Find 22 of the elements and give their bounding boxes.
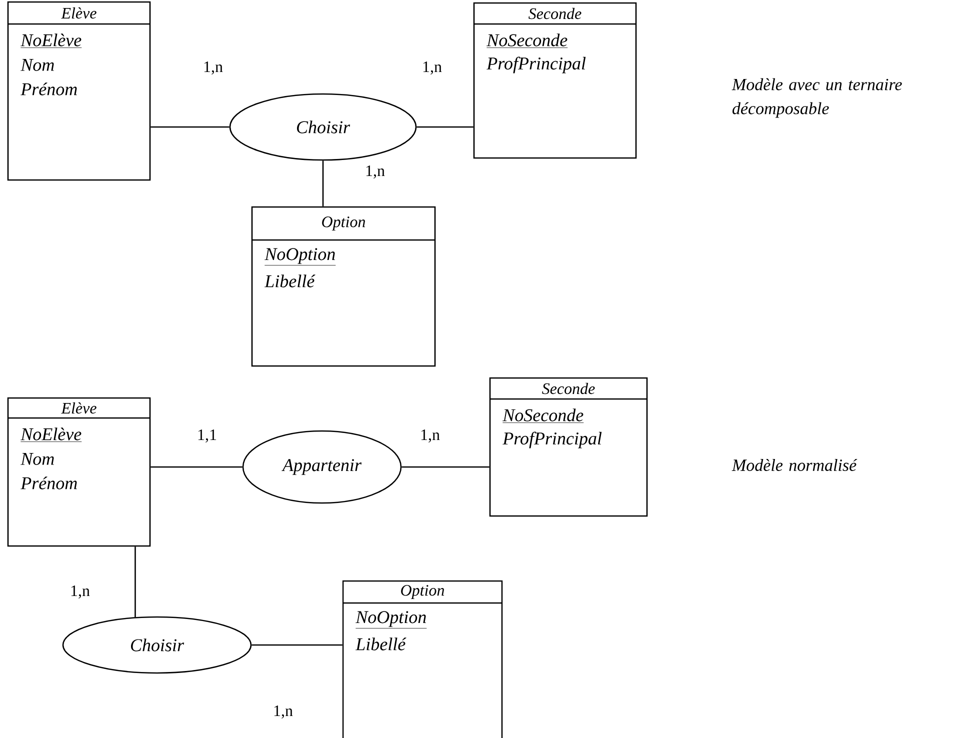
entity-box: Seconde NoSeconde ProfPrincipal (489, 377, 648, 517)
connector-line (252, 644, 342, 646)
connector-line (134, 546, 136, 618)
connector-line (150, 126, 230, 128)
note-text: Modèle avec un ternaire décomposable (732, 78, 902, 118)
entity-box: Seconde NoSeconde ProfPrincipal (473, 2, 637, 159)
note-text: Modèle normalisé (732, 459, 858, 471)
connector-line (416, 126, 474, 128)
cardinality-label: 1,n (364, 164, 386, 180)
cardinality-label: 1,1 (196, 428, 218, 444)
entity-box: Option NoOption Libellé (251, 206, 436, 367)
connector-line (150, 466, 242, 468)
cardinality-label: 1,n (69, 584, 91, 600)
cardinality-label: 1,n (419, 428, 441, 444)
entity-box: Option NoOption Libellé (342, 580, 503, 738)
connector-line (402, 466, 490, 468)
entity-box: Elève NoElève Nom Prénom (7, 397, 151, 547)
connector-line (322, 160, 324, 206)
cardinality-label: 1,n (202, 60, 224, 76)
cardinality-label: 1,n (272, 704, 294, 720)
entity-box: Elève NoElève Nom Prénom (7, 1, 151, 181)
cardinality-label: 1,n (421, 60, 443, 76)
